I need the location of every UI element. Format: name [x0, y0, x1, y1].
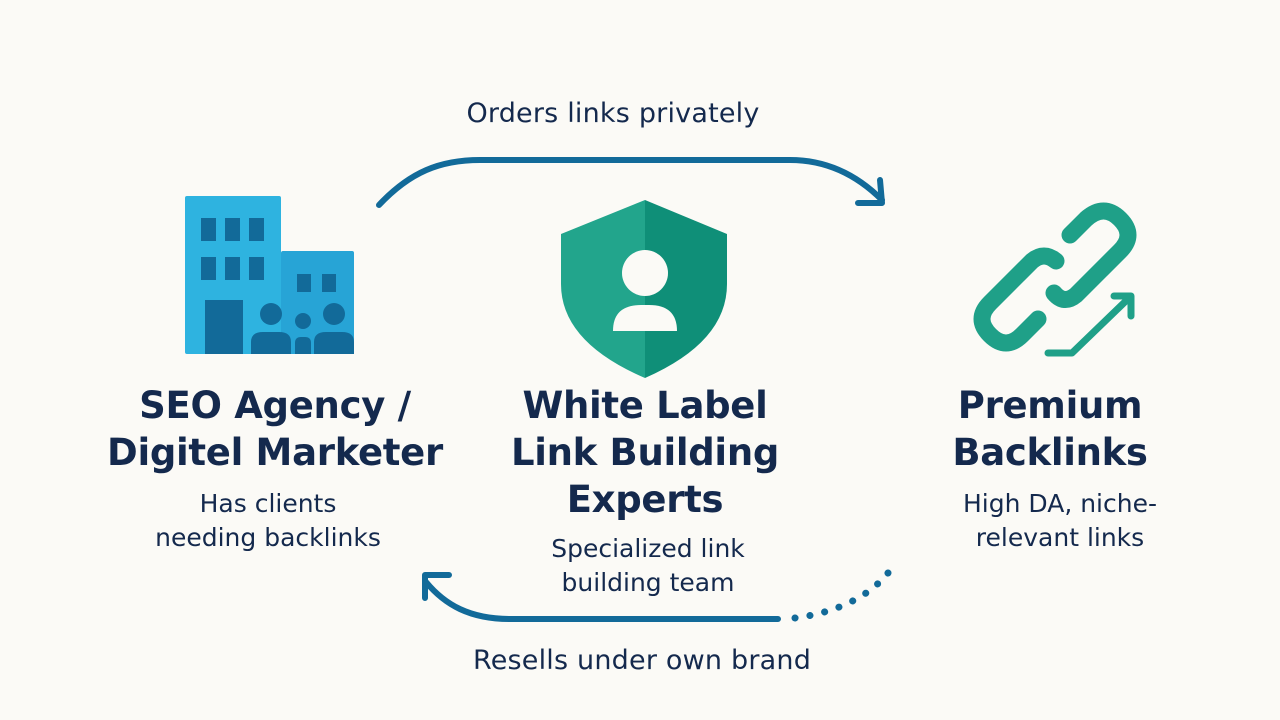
- flow-label-orders: Orders links privately: [466, 98, 760, 129]
- bottom-flow-arrowhead: [422, 572, 452, 601]
- node-experts-title: White Label Link Building Experts: [510, 384, 780, 521]
- building-with-people-icon: [185, 196, 354, 354]
- flow-label-resells: Resells under own brand: [472, 645, 812, 676]
- node-backlinks-icon-wrap: [968, 195, 1143, 369]
- node-experts-icon-wrap: [561, 200, 727, 382]
- top-flow-arrowhead: [855, 177, 885, 206]
- bottom-flow-arrow: [423, 579, 781, 622]
- node-agency-title: SEO Agency / Digitel Marketer: [107, 384, 443, 474]
- bottom-flow-dotted: [791, 569, 892, 622]
- node-agency-icon-wrap: [185, 196, 355, 360]
- chain-link-arrow-icon: [973, 202, 1137, 357]
- node-experts-description: Specialized link building team: [551, 534, 745, 597]
- node-backlinks-title: Premium Backlinks: [952, 384, 1148, 474]
- node-backlinks-description: High DA, niche- relevant links: [963, 489, 1157, 552]
- shield-user-icon: [561, 200, 727, 378]
- top-flow-arrow: [376, 157, 885, 208]
- node-agency-description: Has clients needing backlinks: [155, 489, 381, 552]
